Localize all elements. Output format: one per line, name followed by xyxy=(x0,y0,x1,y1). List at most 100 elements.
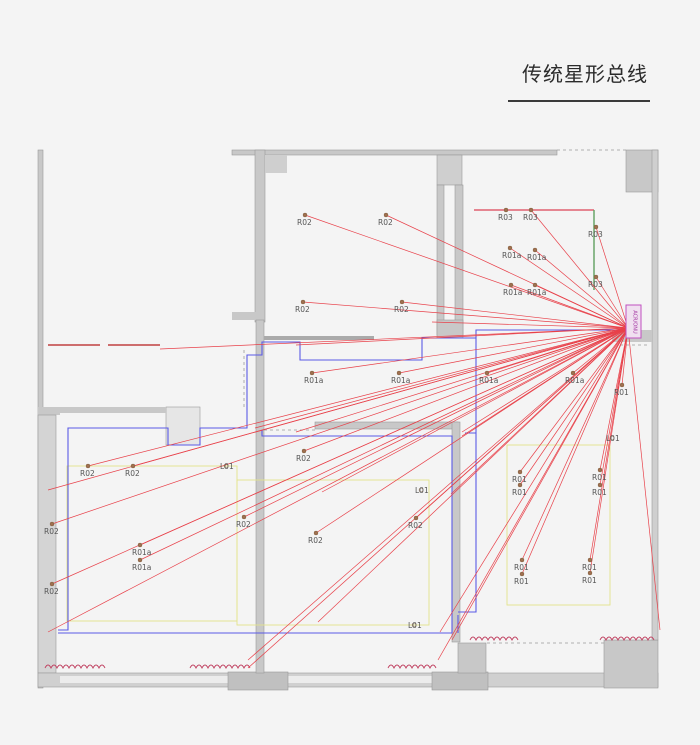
outlet-marker xyxy=(587,557,593,563)
star-line xyxy=(311,327,629,374)
outlet-label: R01a xyxy=(132,563,151,572)
outlet-marker xyxy=(507,245,513,251)
outlet-label: R01a xyxy=(479,376,498,385)
star-line xyxy=(303,327,629,452)
star-line xyxy=(521,327,629,561)
outlet-label: R01a xyxy=(502,251,521,260)
outlet-label: L01 xyxy=(408,621,422,630)
outlet-label: R02 xyxy=(408,521,423,530)
hub-box xyxy=(625,304,642,339)
star-line xyxy=(509,247,629,329)
outlet-marker xyxy=(528,207,534,213)
star-line xyxy=(247,327,629,669)
star-line xyxy=(437,327,629,661)
outlet-label: R02 xyxy=(296,454,311,463)
star-line xyxy=(398,327,629,374)
star-line xyxy=(47,327,629,491)
outlet-marker xyxy=(532,282,538,288)
outlet-marker xyxy=(383,212,389,218)
walls xyxy=(37,149,659,691)
outlet-label: R03 xyxy=(498,213,513,222)
star-line xyxy=(519,327,629,473)
star-line xyxy=(304,214,629,329)
outlet-marker xyxy=(517,482,523,488)
light-frames xyxy=(66,209,611,626)
star-line xyxy=(530,209,629,329)
star-line xyxy=(521,327,629,575)
outlet-marker xyxy=(411,622,417,628)
star-line xyxy=(439,327,629,633)
outlet-marker xyxy=(223,463,229,469)
star-line xyxy=(534,284,629,329)
outlet-label: R02 xyxy=(297,218,312,227)
outlet-label: R03 xyxy=(588,230,603,239)
outlet-label: R01a xyxy=(565,376,584,385)
star-line xyxy=(627,327,661,631)
outlet-marker xyxy=(508,282,514,288)
star-lines xyxy=(47,209,661,669)
star-line xyxy=(243,327,629,518)
outlet-marker xyxy=(241,514,247,520)
star-line xyxy=(510,284,629,329)
star-line xyxy=(595,276,629,329)
star-line xyxy=(295,327,629,346)
outlet-label: R02 xyxy=(44,527,59,536)
star-line xyxy=(572,327,629,374)
outlet-label: R01 xyxy=(614,388,629,397)
outlet-label: R01a xyxy=(391,376,410,385)
outlet-label: R02 xyxy=(394,305,409,314)
outlet-label: R01a xyxy=(503,288,522,297)
outlet-label: L01 xyxy=(415,486,429,495)
outlet-label: R01 xyxy=(592,488,607,497)
outlet-marker xyxy=(593,224,599,230)
outlet-marker xyxy=(484,370,490,376)
outlet-marker xyxy=(300,299,306,305)
outlet-label: R01 xyxy=(582,576,597,585)
star-line xyxy=(519,327,629,486)
outlet-label: R03 xyxy=(523,213,538,222)
star-line xyxy=(599,327,629,486)
page-title: 传统星形总线 xyxy=(522,62,648,86)
star-line xyxy=(461,327,629,433)
outlet-label: R02 xyxy=(125,469,140,478)
star-line xyxy=(431,321,629,329)
outlet-marker xyxy=(519,557,525,563)
star-line xyxy=(254,327,629,429)
outlet-marker xyxy=(532,247,538,253)
outlet-label: R02 xyxy=(308,536,323,545)
outlet-marker xyxy=(309,370,315,376)
star-line xyxy=(295,327,629,433)
outlet-marker xyxy=(137,557,143,563)
outlet-marker xyxy=(418,487,424,493)
outlet-marker xyxy=(609,435,615,441)
outlet-label: R02 xyxy=(44,587,59,596)
star-line xyxy=(47,327,629,633)
outlet-marker xyxy=(597,482,603,488)
outlet-marker xyxy=(399,299,405,305)
outlet-marker xyxy=(519,571,525,577)
outlet-marker xyxy=(49,521,55,527)
outlet-label: R03 xyxy=(588,280,603,289)
outlet-marker xyxy=(130,463,136,469)
star-line xyxy=(451,327,629,641)
outlet-label: R01 xyxy=(514,577,529,586)
outlet-marker xyxy=(302,212,308,218)
star-line xyxy=(87,327,629,467)
star-line xyxy=(317,327,629,623)
outlet-label: R02 xyxy=(80,469,95,478)
outlet-label: R01 xyxy=(512,475,527,484)
outlet-marker xyxy=(517,469,523,475)
outlet-marker xyxy=(85,463,91,469)
outlet-label: R01a xyxy=(132,548,151,557)
outlet-marker xyxy=(587,570,593,576)
outlet-label: R01 xyxy=(592,473,607,482)
hub-label: ACR/ONU xyxy=(632,310,638,334)
bus-line xyxy=(58,329,628,634)
outlet-label: R02 xyxy=(236,520,251,529)
star-line xyxy=(589,327,629,574)
outlet-label: R01 xyxy=(512,488,527,497)
star-line xyxy=(302,301,629,329)
star-line xyxy=(401,301,629,329)
star-line xyxy=(51,327,629,525)
